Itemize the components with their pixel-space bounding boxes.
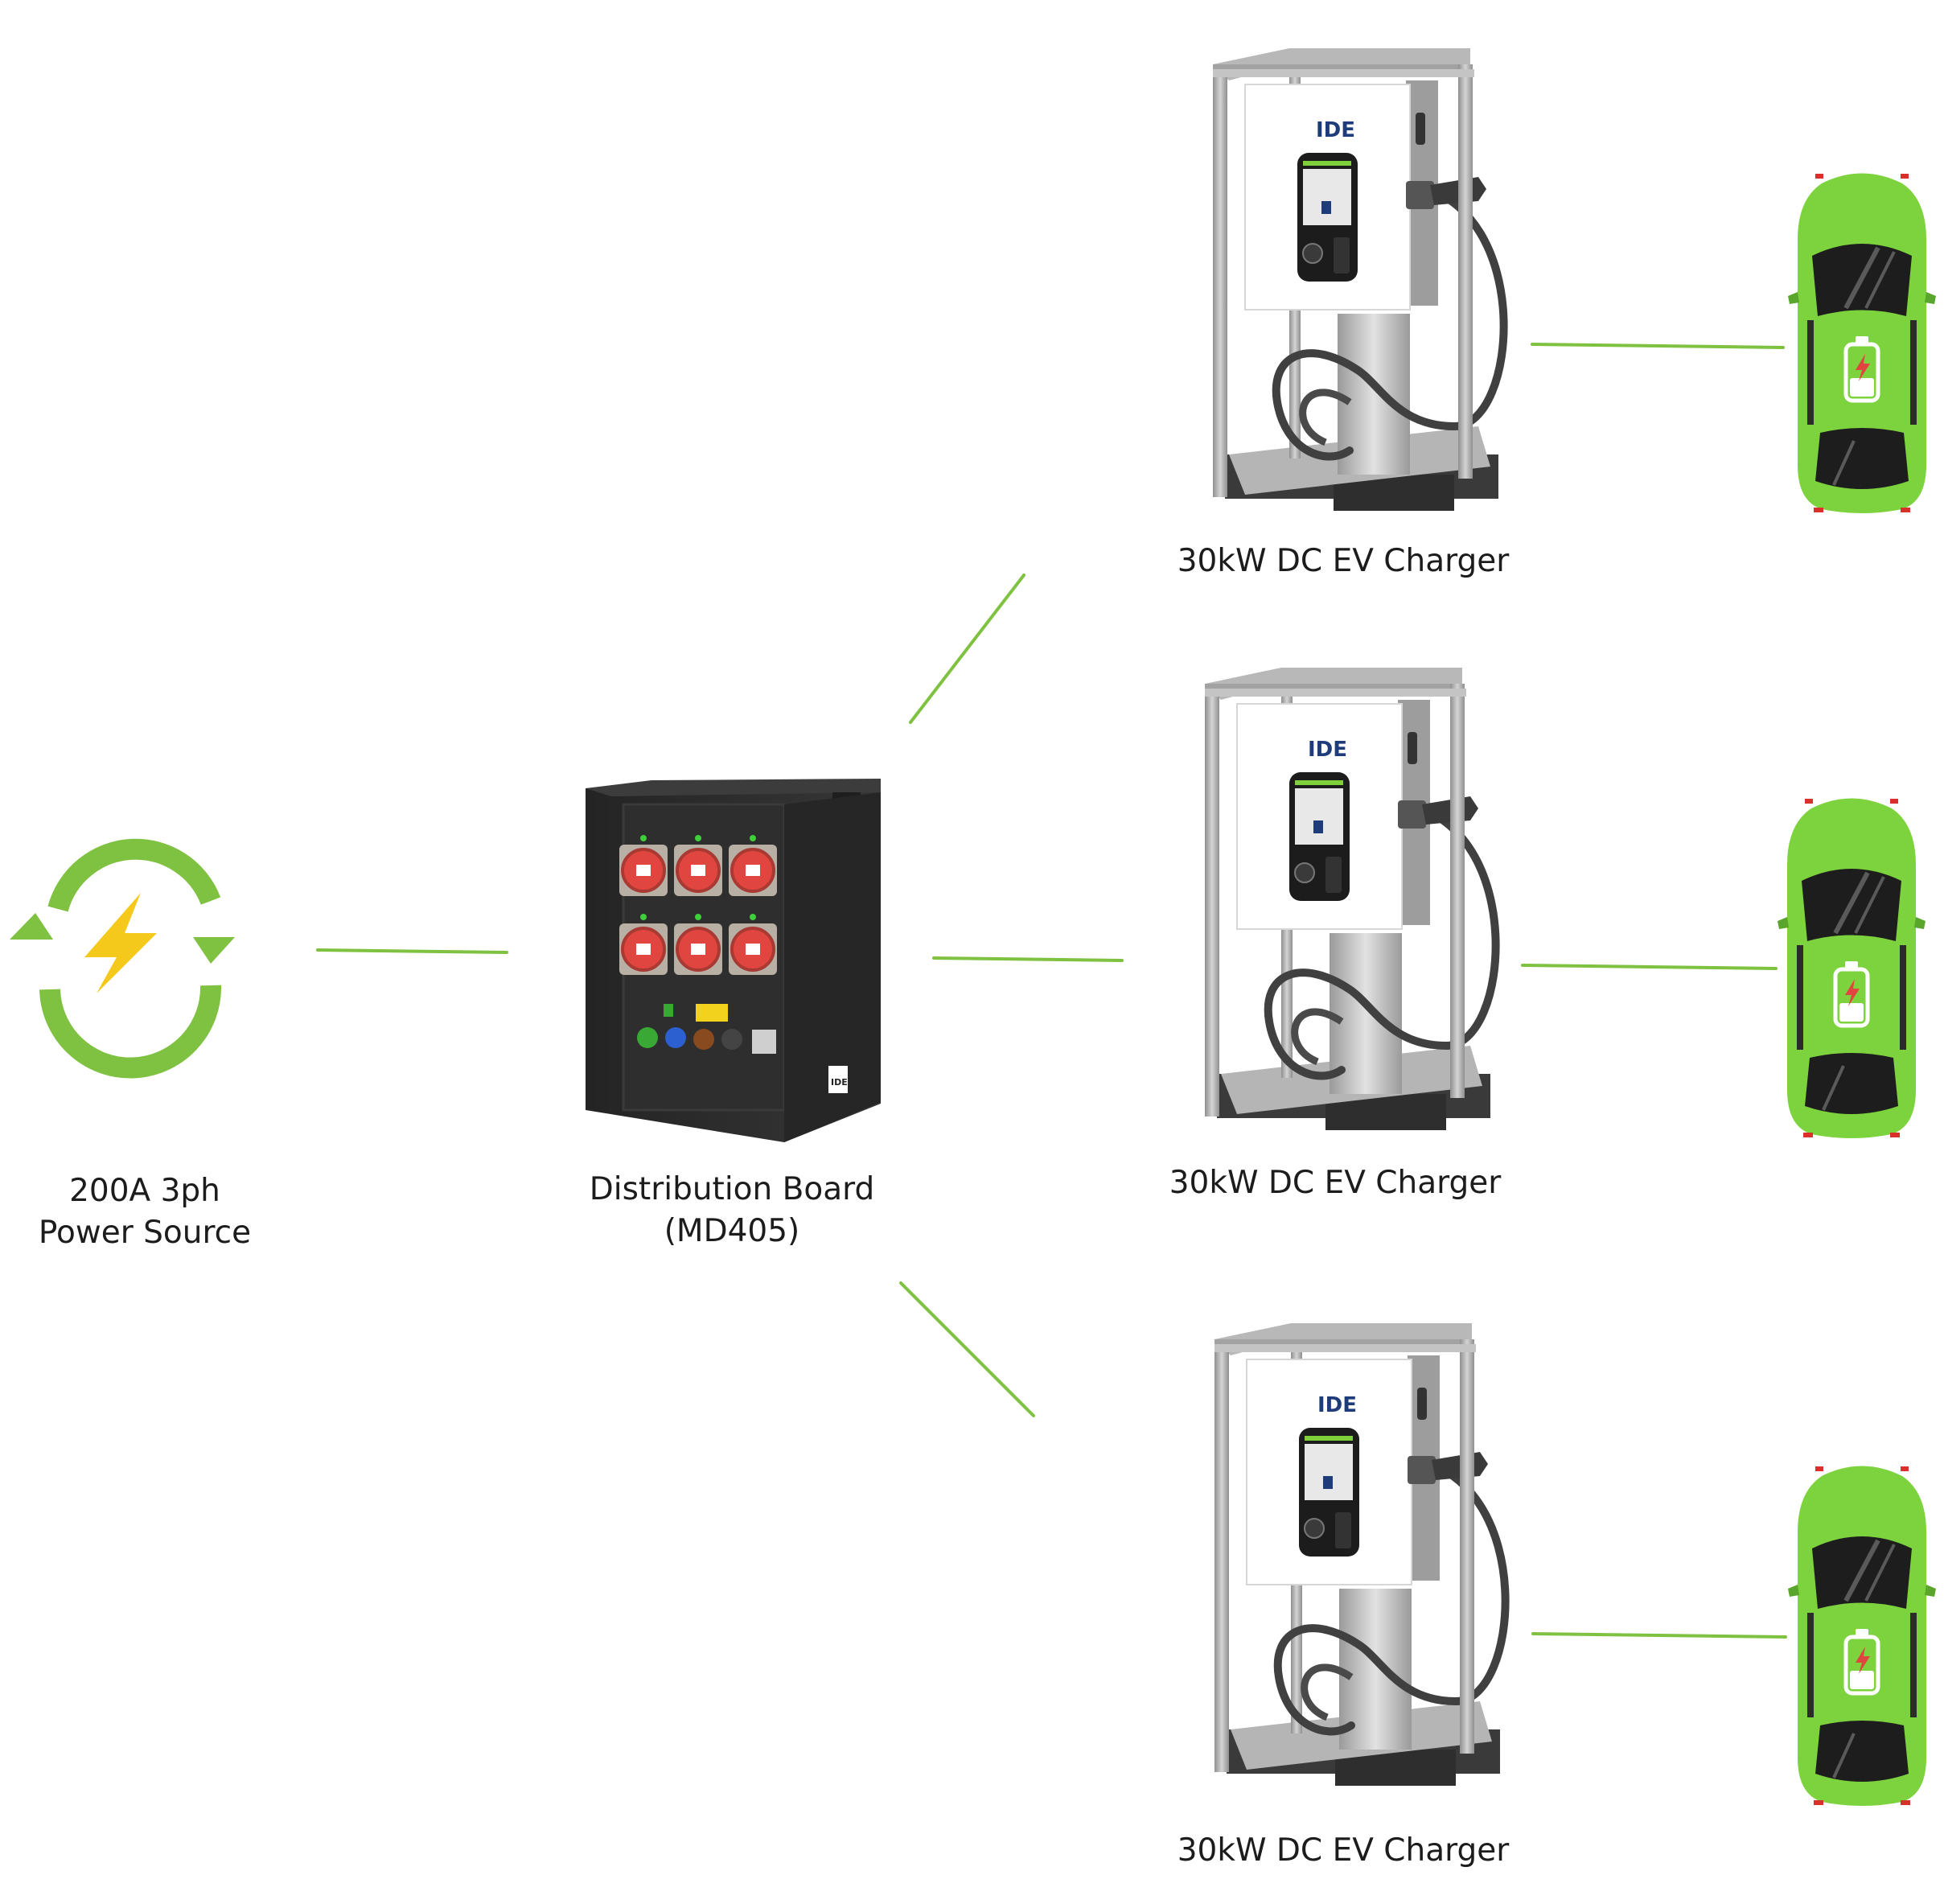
power-socket-4 — [619, 914, 668, 975]
power-source-label: 200A 3ph Power Source — [16, 1170, 273, 1254]
distribution-board-label-line2: (MD405) — [664, 1213, 800, 1249]
lightning-bolt-icon — [84, 893, 157, 993]
refresh-arc-top-icon — [47, 838, 221, 912]
car-charging-icon-3 — [1788, 1466, 1936, 1807]
arrow-head-right-icon — [193, 937, 235, 964]
charger-2-label: 30kW DC EV Charger — [1169, 1165, 1502, 1201]
arrow-head-left-icon — [10, 913, 53, 940]
connector-board-to-charger-1 — [909, 574, 1025, 724]
board-brand-mark: IDE — [831, 1077, 848, 1088]
distribution-board: IDE — [586, 779, 881, 1142]
car-charging-icon-2 — [1778, 799, 1926, 1139]
connector-board-to-charger-3 — [899, 1281, 1035, 1417]
terminal-row — [637, 1004, 776, 1054]
power-source-label-line1: 200A 3ph — [69, 1173, 220, 1209]
ev-charger-3 — [1214, 1323, 1506, 1786]
power-source-icon — [10, 838, 235, 1079]
charger-3-label: 30kW DC EV Charger — [1177, 1832, 1510, 1869]
power-socket-1 — [619, 835, 668, 896]
connector-charger-2-to-car-2 — [1521, 964, 1778, 970]
ev-charger-1 — [1213, 48, 1504, 511]
power-socket-3 — [729, 835, 777, 896]
car-charging-icon-1 — [1788, 174, 1936, 514]
distribution-board-label-line1: Distribution Board — [589, 1171, 875, 1207]
connector-board-to-charger-2 — [932, 956, 1124, 962]
power-socket-2 — [674, 835, 722, 896]
charger-1-label: 30kW DC EV Charger — [1177, 543, 1510, 579]
ev-charger-2 — [1205, 668, 1496, 1130]
power-socket-5 — [674, 914, 722, 975]
power-socket-6 — [729, 914, 777, 975]
connector-charger-1-to-car-1 — [1531, 343, 1785, 349]
connector-lines — [316, 343, 1787, 1639]
socket-grid — [619, 835, 777, 975]
connector-charger-3-to-car-3 — [1531, 1632, 1787, 1639]
connector-source-to-board — [316, 948, 508, 954]
power-source-label-line2: Power Source — [38, 1215, 252, 1251]
distribution-board-label: Distribution Board (MD405) — [563, 1169, 901, 1252]
refresh-arc-bottom-icon — [39, 985, 222, 1079]
